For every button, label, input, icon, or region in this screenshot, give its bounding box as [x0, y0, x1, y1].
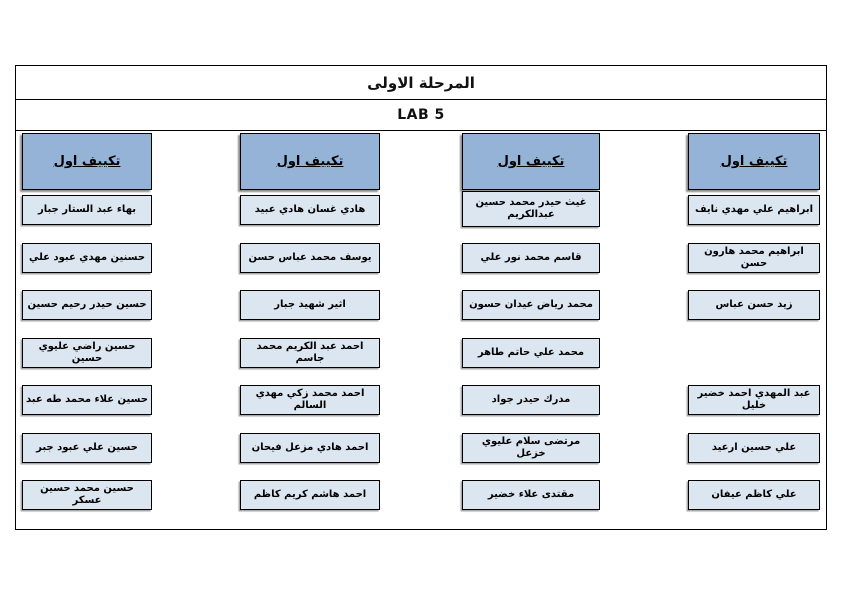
student-cell: حسين علاء محمد طه عبد — [22, 385, 152, 415]
group-header: تكييف اول — [22, 133, 152, 190]
student-cell: يوسف محمد عباس حسن — [240, 243, 380, 273]
student-cell: زيد حسن عباس — [688, 290, 820, 320]
group-column-3: تكييف اول هادي غسان هادي عبيد يوسف محمد … — [240, 133, 380, 510]
group-header: تكييف اول — [688, 133, 820, 190]
student-cell: قاسم محمد نور علي — [462, 243, 600, 273]
student-cell: مرتضى سلام عليوي خزعل — [462, 433, 600, 463]
student-cell: علي حسين ارعيد — [688, 433, 820, 463]
stage-title-row: المرحلة الاولى — [16, 66, 826, 100]
student-cell: ابراهيم علي مهدي نايف — [688, 195, 820, 225]
student-cell: احمد عبد الكريم محمد جاسم — [240, 338, 380, 368]
student-cell: حسين حيدر رحيم حسين — [22, 290, 152, 320]
group-header: تكييف اول — [462, 133, 600, 190]
student-cell: احمد هاشم كريم كاظم — [240, 480, 380, 510]
student-cell: حسين محمد حسين عسكر — [22, 480, 152, 510]
student-cell: عبد المهدي احمد خضير خليل — [688, 385, 820, 415]
student-cell: محمد علي حاتم طاهر — [462, 338, 600, 368]
student-cell: اثير شهيد جبار — [240, 290, 380, 320]
student-cell: مدرك حيدر جواد — [462, 385, 600, 415]
student-cell: ابراهيم محمد هارون حسن — [688, 243, 820, 273]
lab-title-row: LAB 5 — [16, 100, 826, 131]
student-cell: احمد محمد زكي مهدي السالم — [240, 385, 380, 415]
group-header: تكييف اول — [240, 133, 380, 190]
group-column-1: تكييف اول ابراهيم علي مهدي نايف ابراهيم … — [688, 133, 820, 510]
student-cell: غيث حيدر محمد حسين عبدالكريم — [462, 191, 600, 227]
group-column-2: تكييف اول غيث حيدر محمد حسين عبدالكريم ق… — [462, 133, 600, 510]
lab-title: LAB 5 — [397, 107, 445, 123]
stage-title: المرحلة الاولى — [367, 73, 475, 92]
group-column-4: تكييف اول بهاء عبد الستار جبار حسنين مهد… — [22, 133, 152, 510]
student-cell: احمد هادي مزعل فيحان — [240, 433, 380, 463]
student-cell: حسين علي عبود جبر — [22, 433, 152, 463]
student-cell: بهاء عبد الستار جبار — [22, 195, 152, 225]
student-cell: مقتدى علاء خضير — [462, 480, 600, 510]
student-cell: حسنين مهدي عبود علي — [22, 243, 152, 273]
student-cell: هادي غسان هادي عبيد — [240, 195, 380, 225]
student-cell: حسين راضي عليوي حسين — [22, 338, 152, 368]
student-cell: محمد رياض عيدان حسون — [462, 290, 600, 320]
student-cell: علي كاظم عيفان — [688, 480, 820, 510]
